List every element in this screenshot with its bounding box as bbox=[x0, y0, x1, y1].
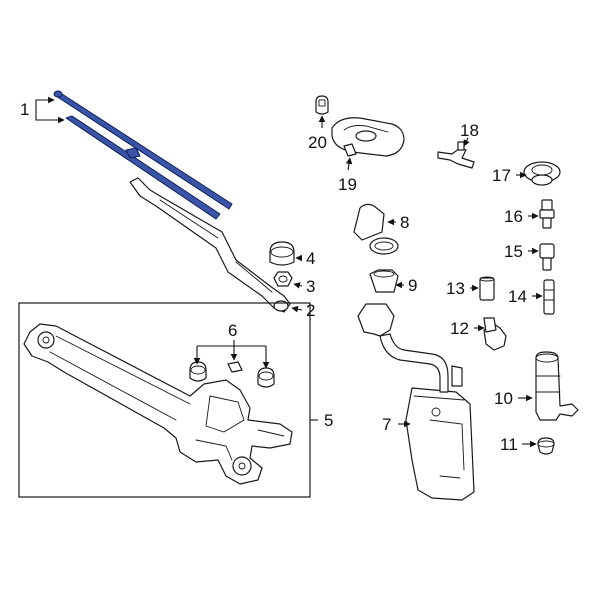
washer-nozzle[interactable] bbox=[331, 117, 405, 157]
hose-joint[interactable] bbox=[539, 243, 555, 271]
check-valve[interactable] bbox=[539, 199, 555, 229]
washer-reservoir[interactable] bbox=[405, 387, 475, 501]
callout-8: 8 bbox=[400, 213, 409, 232]
wiper-blade-lower[interactable] bbox=[65, 115, 221, 220]
callout-9: 9 bbox=[408, 276, 417, 295]
filler-cap[interactable] bbox=[353, 203, 399, 255]
callout-15: 15 bbox=[504, 242, 523, 261]
callout-13: 13 bbox=[446, 279, 465, 298]
callout-16: 16 bbox=[504, 207, 523, 226]
callout-7: 7 bbox=[382, 415, 391, 434]
reservoir-filler-neck[interactable] bbox=[357, 303, 463, 393]
linkage-bushing-left[interactable] bbox=[189, 361, 207, 382]
callout-12: 12 bbox=[450, 319, 469, 338]
wiper-blade-upper[interactable] bbox=[53, 90, 233, 210]
level-sensor[interactable] bbox=[483, 317, 507, 351]
leader-lines bbox=[35, 96, 543, 448]
callout-10: 10 bbox=[494, 389, 513, 408]
wiper-linkage[interactable] bbox=[23, 323, 293, 485]
washer-hose[interactable] bbox=[543, 279, 555, 315]
callout-5: 5 bbox=[324, 411, 333, 430]
linkage-frame bbox=[18, 302, 311, 498]
arm-nut[interactable] bbox=[273, 271, 293, 287]
washer-pump[interactable] bbox=[535, 351, 579, 421]
callout-1: 1 bbox=[20, 100, 29, 119]
callout-14: 14 bbox=[508, 287, 527, 306]
callout-4: 4 bbox=[306, 249, 315, 268]
callout-18: 18 bbox=[460, 121, 479, 140]
t-connector[interactable] bbox=[437, 141, 475, 169]
arm-cap[interactable] bbox=[269, 241, 295, 266]
linkage-bushing-center[interactable] bbox=[227, 361, 243, 373]
callout-20: 20 bbox=[308, 133, 327, 152]
nozzle-clip[interactable] bbox=[315, 95, 329, 115]
callout-2: 2 bbox=[306, 301, 315, 320]
nozzle-grommet[interactable] bbox=[523, 161, 561, 186]
callout-3: 3 bbox=[306, 277, 315, 296]
hose-connector[interactable] bbox=[479, 276, 495, 301]
callout-17: 17 bbox=[492, 166, 511, 185]
callout-19: 19 bbox=[338, 175, 357, 194]
pump-grommet[interactable] bbox=[537, 437, 555, 455]
filler-neck-seal[interactable] bbox=[369, 269, 399, 293]
callout-labels: 1 2 3 4 5 6 7 8 9 10 11 12 13 14 15 16 1… bbox=[20, 100, 527, 454]
callout-6: 6 bbox=[228, 321, 237, 340]
wiper-arm[interactable] bbox=[129, 177, 291, 313]
callout-11: 11 bbox=[500, 435, 518, 454]
linkage-bushing-right[interactable] bbox=[257, 367, 275, 388]
